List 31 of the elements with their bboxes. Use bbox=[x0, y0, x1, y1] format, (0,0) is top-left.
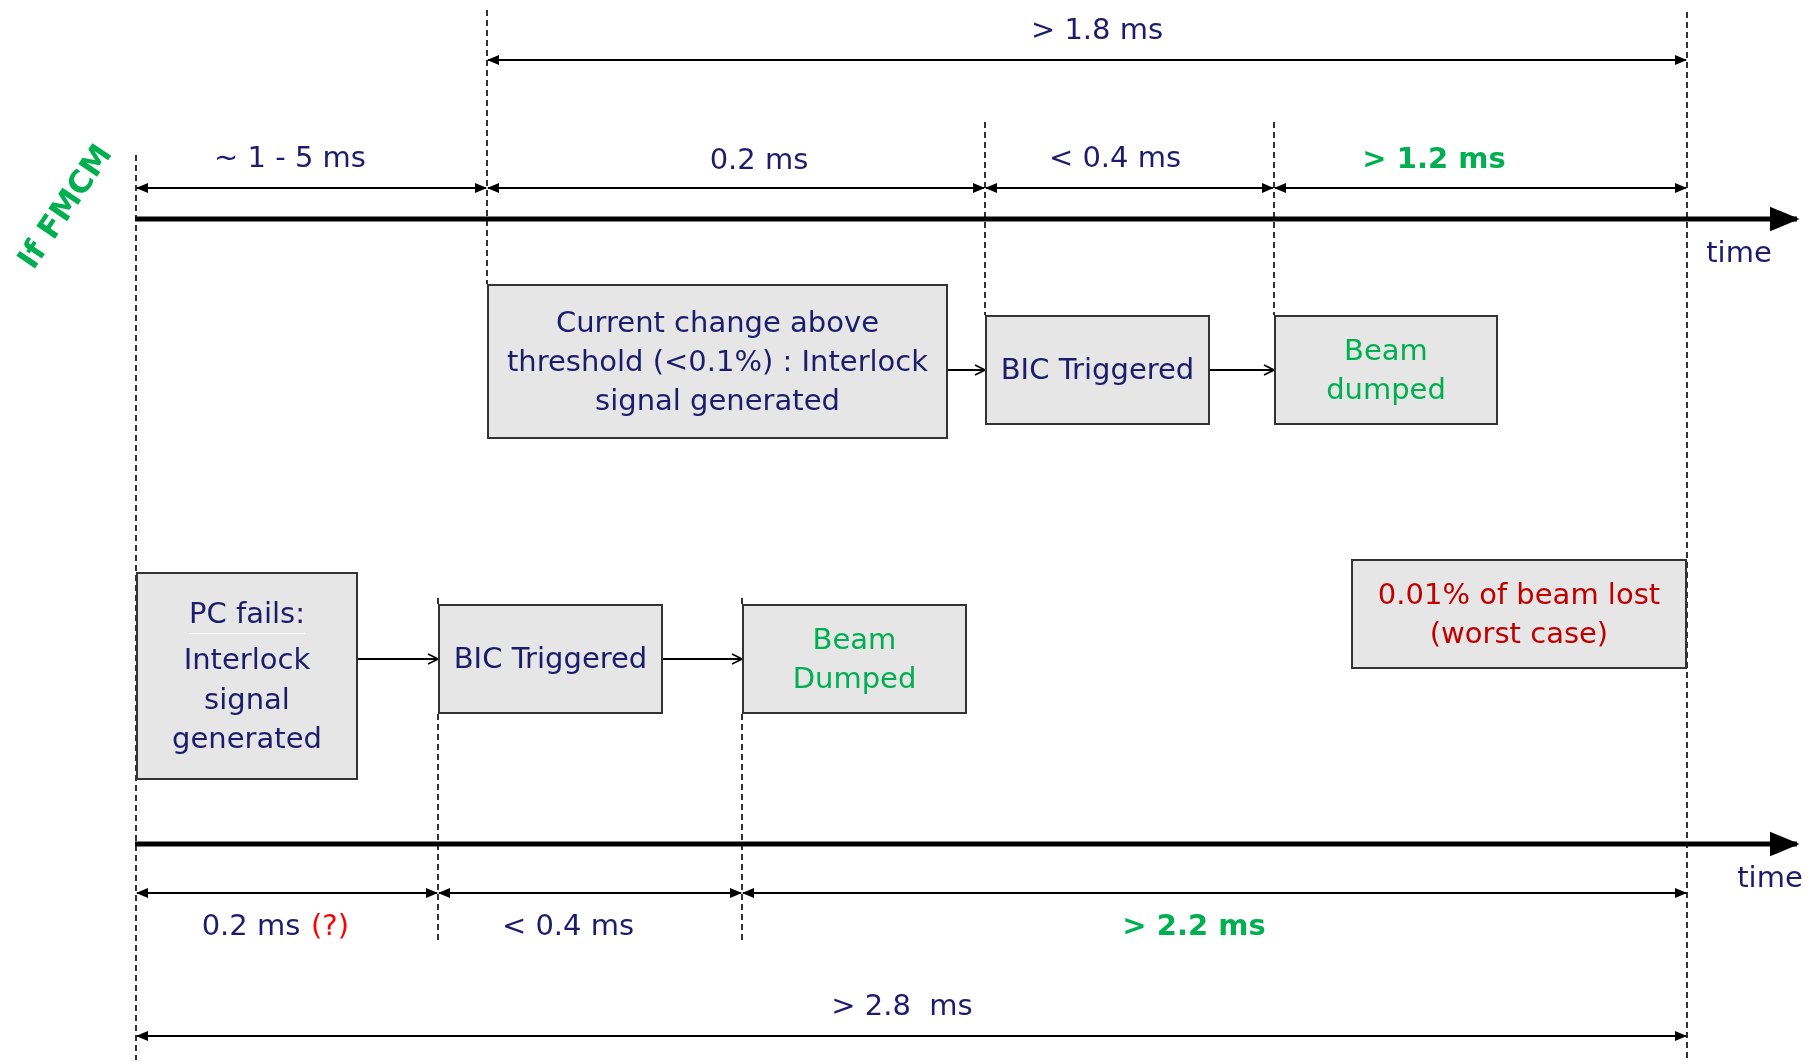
process-box bbox=[136, 572, 358, 780]
process-box bbox=[1351, 559, 1687, 669]
box-text: Interlock signal generated bbox=[171, 641, 323, 757]
arrow bbox=[357, 653, 439, 665]
duration-label: > 1.2 ms bbox=[1362, 141, 1506, 175]
box-text: BIC Triggered bbox=[453, 640, 648, 678]
arrow bbox=[1209, 364, 1275, 376]
duration-label: ~ 1 - 5 ms bbox=[214, 140, 366, 174]
duration-label: 0.2 ms bbox=[201, 908, 301, 942]
duration-label: < 0.4 ms bbox=[1048, 140, 1182, 174]
arrow bbox=[947, 364, 986, 376]
duration-label: > 2.2 ms bbox=[1122, 908, 1266, 942]
box-text: Beam dumped bbox=[1325, 331, 1447, 408]
box-text: BIC Triggered bbox=[1000, 351, 1195, 389]
duration-label: 0.2 ms bbox=[709, 142, 809, 176]
process-box bbox=[438, 604, 663, 714]
box-heading: PC fails: bbox=[189, 594, 305, 635]
box-text: 0.01% of beam lost (worst case) bbox=[1376, 575, 1662, 652]
note-mark: (?) bbox=[311, 908, 349, 942]
process-box bbox=[985, 315, 1210, 425]
axis-label: time bbox=[1706, 235, 1772, 269]
axis-label: time bbox=[1737, 860, 1803, 894]
duration-label: < 0.4 ms bbox=[501, 908, 635, 942]
process-box bbox=[1274, 315, 1498, 425]
box-text: Beam Dumped bbox=[791, 620, 918, 697]
duration-label: > 2.8 ms bbox=[831, 988, 973, 1022]
process-box bbox=[487, 284, 948, 439]
box-text: Current change above threshold (<0.1%) : Interlock signal generated bbox=[505, 303, 930, 420]
duration-label: > 1.8 ms bbox=[1030, 12, 1164, 46]
process-box bbox=[742, 604, 967, 714]
arrow bbox=[662, 653, 743, 665]
